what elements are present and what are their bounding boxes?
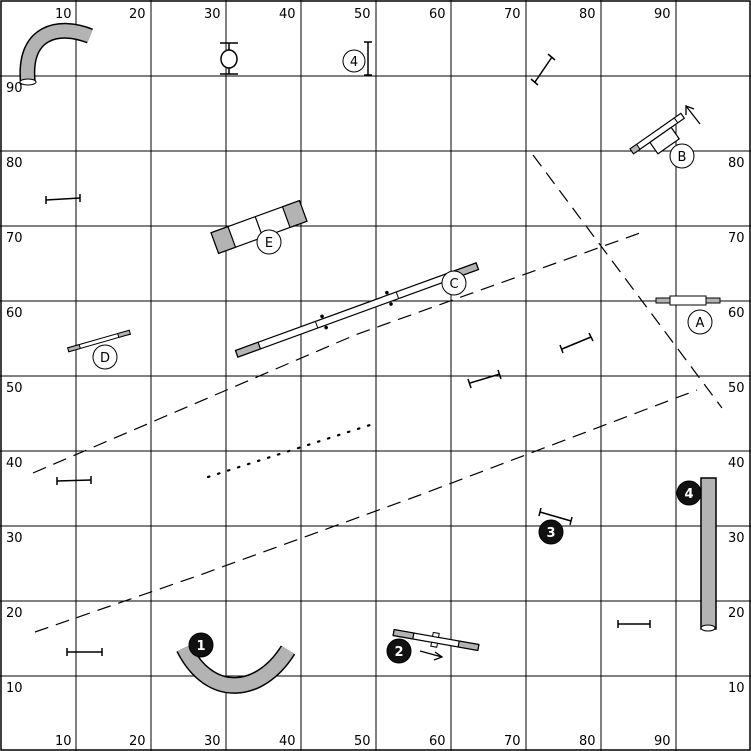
numbered-marker-1: 1 <box>188 632 214 658</box>
left-tick-label: 20 <box>6 606 23 621</box>
seesaw-d <box>67 329 131 353</box>
jump <box>56 476 92 485</box>
seesaw-2 <box>392 628 480 652</box>
left-tick-label: 70 <box>6 231 23 246</box>
curved-tunnel-top-fill <box>20 24 93 85</box>
jumps <box>45 41 651 656</box>
left-tick-label: 50 <box>6 381 23 396</box>
bottom-tick-label: 30 <box>204 734 221 749</box>
bottom-tick-label: 70 <box>504 734 521 749</box>
right-tick-label: 70 <box>728 231 745 246</box>
direction-arrow <box>419 650 444 661</box>
straight-tunnel-right <box>700 477 717 630</box>
top-tick-label: 50 <box>354 7 371 22</box>
top-tick-label: 10 <box>55 7 72 22</box>
tunnel-opening <box>700 624 716 632</box>
numbered-marker-label: 3 <box>546 526 555 541</box>
outline-number-marker-label: 4 <box>350 55 358 70</box>
outline-number-marker-4: 4 <box>342 49 366 73</box>
left-tick-label: 30 <box>6 531 23 546</box>
jump <box>66 648 103 656</box>
letter-marker-label: E <box>265 236 273 251</box>
letter-marker-label: A <box>696 316 705 331</box>
a-frame-e <box>210 199 308 255</box>
top-tick-label: 40 <box>279 7 296 22</box>
numbered-marker-4: 4 <box>676 480 702 506</box>
dashed-path-lower <box>34 389 698 633</box>
left-tick-label: 40 <box>6 456 23 471</box>
letter-marker-a: A <box>687 309 713 335</box>
obstacle-b <box>629 112 686 155</box>
right-tick-label: 60 <box>728 306 745 321</box>
seesaw-a <box>655 295 721 306</box>
bottom-axis-labels: 10 20 30 40 50 60 70 80 90 <box>55 734 671 749</box>
right-tick-label: 50 <box>728 381 745 396</box>
numbered-marker-label: 1 <box>196 639 205 654</box>
top-tick-label: 60 <box>429 7 446 22</box>
dashed-path-diagonal <box>532 154 723 409</box>
tire <box>220 42 238 75</box>
jump <box>45 194 81 204</box>
numbered-marker-label: 4 <box>684 487 693 502</box>
jump <box>467 369 502 389</box>
jump <box>559 332 594 354</box>
letter-marker-b: B <box>669 143 695 169</box>
tunnel-opening <box>19 78 37 86</box>
letter-marker-label: C <box>449 277 458 292</box>
letter-marker-label: D <box>100 351 110 366</box>
jump <box>530 53 556 86</box>
curved-tunnel-bottom-fill <box>177 644 294 693</box>
right-tick-label: 20 <box>728 606 745 621</box>
top-tick-label: 80 <box>579 7 596 22</box>
numbered-marker-2: 2 <box>386 638 412 664</box>
direction-arrow <box>685 105 701 125</box>
jump <box>617 620 651 628</box>
right-tick-label: 10 <box>728 681 745 696</box>
dashed-path-upper <box>32 232 641 474</box>
right-tick-label: 40 <box>728 456 745 471</box>
top-tick-label: 30 <box>204 7 221 22</box>
right-tick-label: 80 <box>728 156 745 171</box>
left-tick-label: 90 <box>6 81 23 96</box>
bottom-tick-label: 40 <box>279 734 296 749</box>
left-tick-label: 10 <box>6 681 23 696</box>
bottom-tick-label: 80 <box>579 734 596 749</box>
jump <box>538 507 573 526</box>
dotted-path <box>206 423 372 479</box>
letter-marker-d: D <box>92 344 118 370</box>
bottom-tick-label: 60 <box>429 734 446 749</box>
top-axis-labels: 10 20 30 40 50 60 70 80 90 <box>55 7 671 22</box>
top-tick-label: 90 <box>654 7 671 22</box>
left-axis-labels: 90 80 70 60 50 40 30 20 10 <box>6 81 23 696</box>
dog-walk-c <box>234 262 480 358</box>
right-tick-label: 30 <box>728 531 745 546</box>
bottom-tick-label: 10 <box>55 734 72 749</box>
dashed-paths <box>32 154 723 633</box>
bottom-tick-label: 50 <box>354 734 371 749</box>
letter-marker-c: C <box>441 270 467 296</box>
bottom-tick-label: 90 <box>654 734 671 749</box>
letter-marker-e: E <box>256 229 282 255</box>
numbered-marker-label: 2 <box>394 645 403 660</box>
left-tick-label: 80 <box>6 156 23 171</box>
jump-vertical <box>364 41 372 76</box>
left-tick-label: 60 <box>6 306 23 321</box>
top-tick-label: 70 <box>504 7 521 22</box>
right-axis-labels: 80 70 60 50 40 30 20 10 <box>728 156 745 696</box>
bottom-tick-label: 20 <box>129 734 146 749</box>
numbered-marker-3: 3 <box>538 519 564 545</box>
top-tick-label: 20 <box>129 7 146 22</box>
letter-marker-label: B <box>678 150 687 165</box>
